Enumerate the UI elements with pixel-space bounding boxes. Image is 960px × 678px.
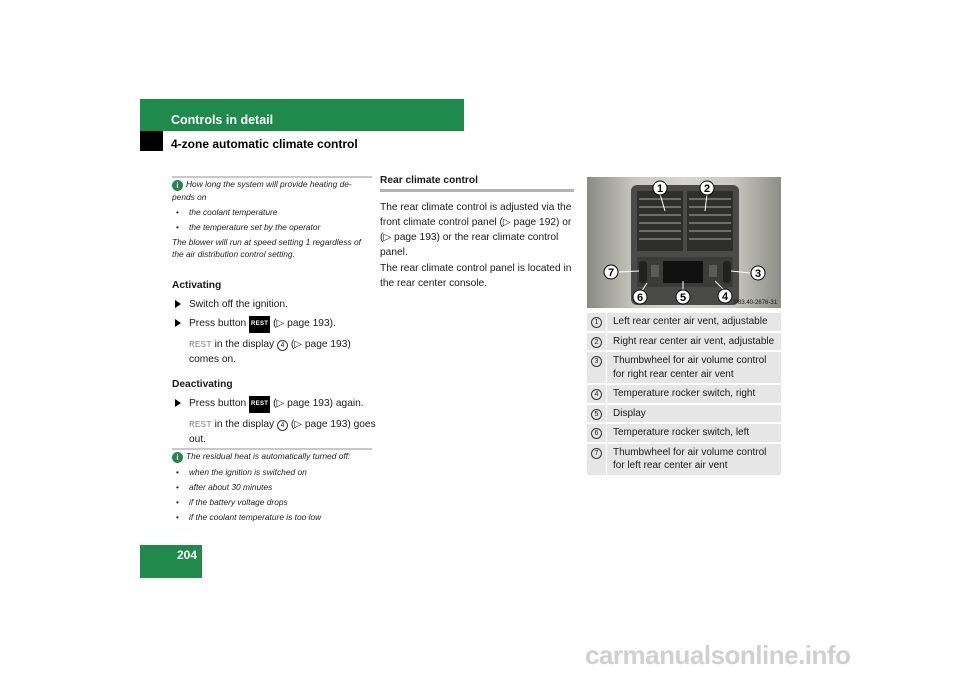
info-note: The blower will run at speed setting 1 r… bbox=[172, 237, 362, 259]
legend-number: 1 bbox=[591, 317, 602, 328]
heading-rule bbox=[380, 189, 574, 192]
list-item: after about 30 minutes bbox=[172, 481, 372, 493]
legend-text: Display bbox=[606, 404, 650, 422]
callout-6: 6 bbox=[637, 292, 643, 304]
info-intro: The residual heat is automatically turne… bbox=[186, 451, 351, 461]
legend-row: 2 Right rear center air vent, adjustable bbox=[587, 332, 781, 352]
rear-console-photo: 1 2 3 4 5 6 7 P83.40-2676-31 bbox=[587, 177, 781, 308]
info-intro: How long the system will provide heating… bbox=[172, 179, 352, 202]
legend-number: 2 bbox=[591, 336, 602, 348]
callout-5: 5 bbox=[680, 292, 686, 304]
step-text: Press button bbox=[189, 398, 247, 409]
legend-row: 1 Left rear center air vent, adjustable bbox=[587, 313, 781, 333]
page-number: 204 bbox=[140, 545, 202, 578]
rear-climate-heading: Rear climate control bbox=[380, 175, 478, 186]
callout-7: 7 bbox=[608, 267, 614, 279]
legend-row: 6 Temperature rocker switch, left bbox=[587, 424, 781, 444]
legend-text: Left rear center air vent, adjustable bbox=[606, 313, 772, 331]
section-title: Controls in detail bbox=[171, 113, 274, 127]
display-text: REST bbox=[189, 419, 212, 430]
step-text: (▷ page 193) again. bbox=[273, 398, 364, 409]
legend-row: 5 Display bbox=[587, 404, 781, 424]
rear-climate-paragraph-1: The rear climate control is adjusted via… bbox=[380, 202, 572, 258]
legend-row: 4 Temperature rocker switch, right bbox=[587, 385, 781, 405]
rear-climate-paragraph-2: The rear climate control panel is locate… bbox=[380, 263, 572, 289]
result-text: (▷ page 193) comes on. bbox=[189, 339, 351, 365]
deactivating-steps: Press button REST (▷ page 193) again. RE… bbox=[172, 396, 377, 447]
step-text: Press button bbox=[189, 318, 247, 329]
step-result: REST in the display 4 (▷ page 193) goes … bbox=[172, 417, 377, 447]
step-text: (▷ page 193). bbox=[273, 318, 336, 329]
step-press-rest: Press button REST (▷ page 193). bbox=[172, 316, 377, 333]
callout-1: 1 bbox=[657, 183, 663, 195]
rest-button-icon: REST bbox=[249, 396, 271, 413]
result-text: (▷ page 193) goes out. bbox=[189, 419, 376, 445]
list-item: if the battery voltage drops bbox=[172, 496, 372, 508]
callout-3: 3 bbox=[755, 268, 761, 280]
rest-button-icon: REST bbox=[249, 316, 271, 333]
legend-number: 3 bbox=[591, 356, 602, 367]
list-item: when the ignition is switched on bbox=[172, 466, 372, 478]
step-press-rest-again: Press button REST (▷ page 193) again. bbox=[172, 396, 377, 413]
legend-table: 1 Left rear center air vent, adjustable 2… bbox=[587, 313, 781, 477]
activating-steps: Switch off the ignition. Press button RE… bbox=[172, 297, 377, 367]
step-switch-off: Switch off the ignition. bbox=[172, 297, 377, 312]
legend-row: 3 Thumbwheel for air volume control for r… bbox=[587, 352, 781, 385]
legend-text: Right rear center air vent, adjustable bbox=[606, 332, 778, 350]
legend-text: Temperature rocker switch, right bbox=[606, 385, 759, 403]
legend-number: 7 bbox=[591, 447, 602, 459]
legend-number: 4 bbox=[591, 389, 602, 400]
activating-heading: Activating bbox=[172, 280, 222, 291]
list-item: the coolant temperature bbox=[172, 206, 372, 218]
callout-number: 4 bbox=[276, 340, 288, 351]
result-text: in the display bbox=[214, 419, 275, 430]
step-result: REST in the display 4 (▷ page 193) comes… bbox=[172, 337, 377, 367]
step-text: Switch off the ignition. bbox=[189, 299, 288, 310]
legend-row: 7 Thumbwheel for air volume control for l… bbox=[587, 443, 781, 477]
legend-number: 6 bbox=[591, 428, 602, 439]
legend-text: Thumbwheel for air volume control for ri… bbox=[606, 352, 781, 383]
callout-number: 4 bbox=[276, 420, 288, 431]
page-subtitle: 4-zone automatic climate control bbox=[171, 137, 358, 151]
callout-2: 2 bbox=[704, 183, 710, 195]
legend-number: 5 bbox=[591, 408, 602, 420]
info-icon: i bbox=[172, 452, 183, 463]
list-item: if the coolant temperature is too low bbox=[172, 511, 372, 523]
callout-4: 4 bbox=[722, 291, 729, 303]
result-text: in the display bbox=[214, 339, 275, 350]
legend-text: Temperature rocker switch, left bbox=[606, 424, 753, 442]
photo-code: P83.40-2676-31 bbox=[734, 300, 778, 306]
deactivating-heading: Deactivating bbox=[172, 379, 233, 390]
list-item: the temperature set by the operator bbox=[172, 221, 372, 233]
header-bar bbox=[140, 99, 464, 131]
header-marker bbox=[140, 131, 163, 151]
legend-text: Thumbwheel for air volume control for le… bbox=[606, 443, 781, 475]
watermark: carmanualsonline.info bbox=[585, 640, 851, 670]
display-text: REST bbox=[189, 339, 212, 350]
info-icon: i bbox=[172, 180, 183, 191]
